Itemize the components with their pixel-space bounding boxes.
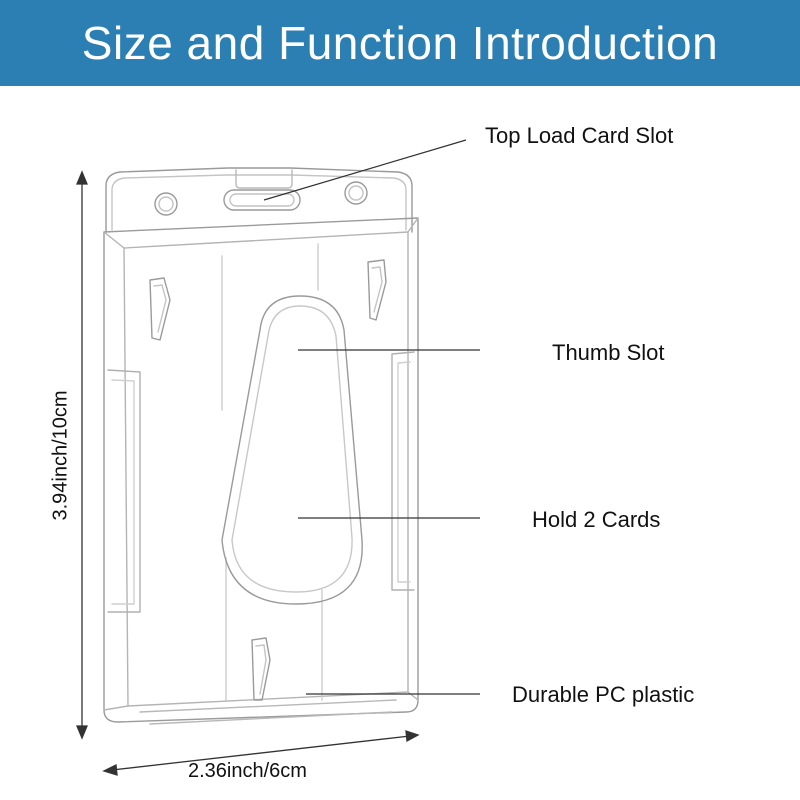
callout-durable-pc-plastic: Durable PC plastic: [512, 682, 695, 707]
banner-title: Size and Function Introduction: [81, 17, 719, 69]
title-banner: Size and Function Introduction: [0, 0, 800, 86]
callout-thumb-slot: Thumb Slot: [552, 340, 665, 365]
width-dimension-label: 2.36inch/6cm: [188, 760, 307, 782]
height-dimension-label: 3.94inch/10cm: [49, 390, 72, 521]
callout-top-load-card-slot: Top Load Card Slot: [485, 123, 674, 148]
callout-hold-2-cards: Hold 2 Cards: [532, 507, 661, 532]
